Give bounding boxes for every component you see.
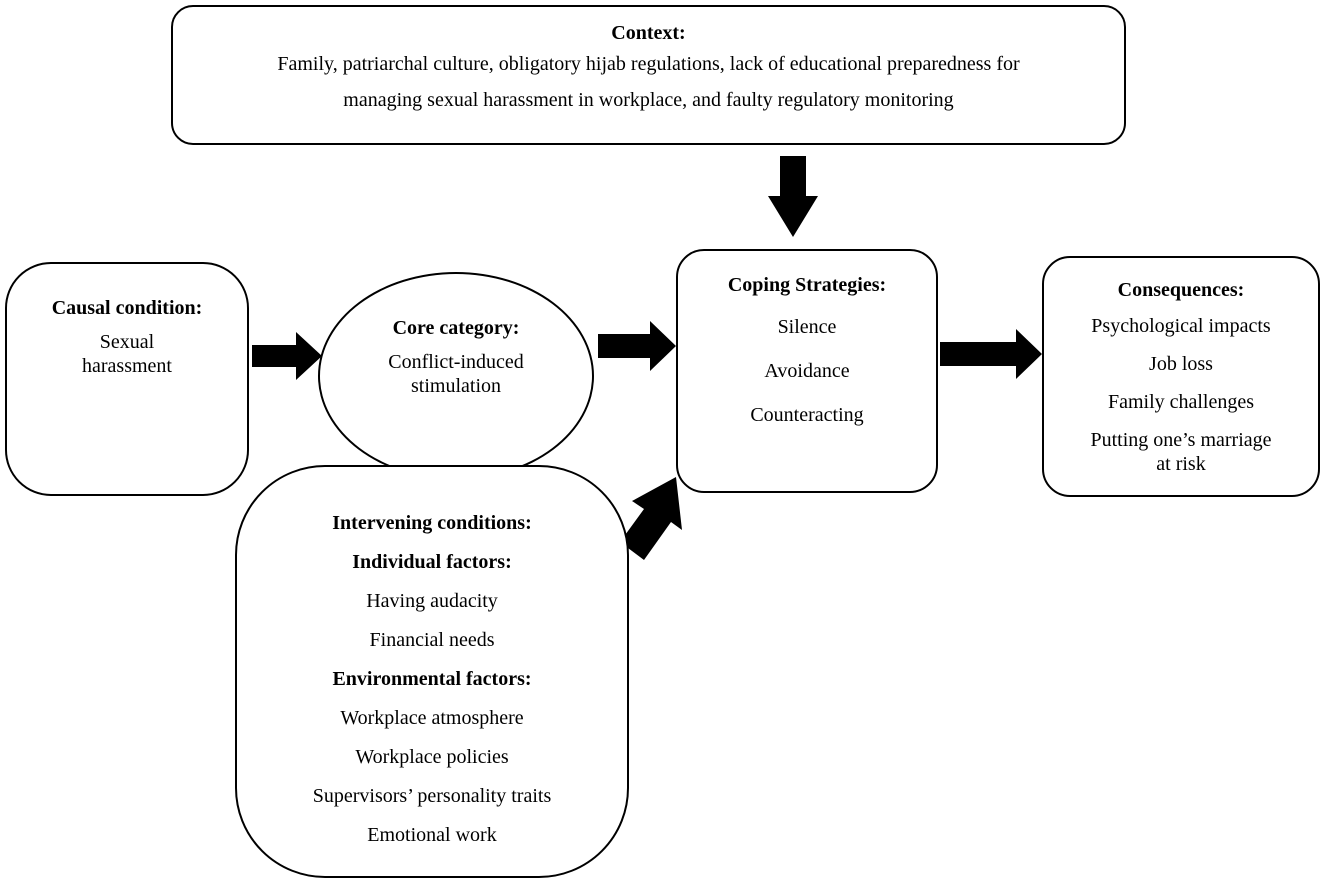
causal-line-1: Sexual xyxy=(99,331,155,353)
context-line-2: managing sexual harassment in workplace,… xyxy=(343,89,954,111)
coping-strategies-box: Coping Strategies: Silence Avoidance Cou… xyxy=(676,249,938,493)
causal-condition-box: Causal condition: Sexual harassment xyxy=(5,262,249,496)
coping-heading: Coping Strategies: xyxy=(727,274,887,296)
consequence-item-continued: at risk xyxy=(1156,453,1206,475)
core-category-ellipse: Core category: Conflict-induced stimulat… xyxy=(318,272,594,480)
environmental-factor-item: Workplace policies xyxy=(355,746,509,768)
core-line-1: Conflict-induced xyxy=(388,351,524,373)
consequences-heading: Consequences: xyxy=(1117,279,1245,301)
environmental-factor-item: Emotional work xyxy=(367,824,497,846)
individual-factors-heading: Individual factors: xyxy=(352,551,512,573)
individual-factor-item: Financial needs xyxy=(369,629,495,651)
causal-line-2: harassment xyxy=(82,355,172,377)
consequence-item: Putting one’s marriage xyxy=(1090,429,1272,451)
context-box: Context: Family, patriarchal culture, ob… xyxy=(171,5,1126,145)
intervening-heading: Intervening conditions: xyxy=(332,512,532,534)
context-line-1: Family, patriarchal culture, obligatory … xyxy=(277,53,1020,75)
coping-item: Avoidance xyxy=(764,360,850,382)
consequence-item: Psychological impacts xyxy=(1091,315,1271,337)
consequences-box: Consequences: Psychological impacts Job … xyxy=(1042,256,1320,497)
consequence-item: Family challenges xyxy=(1107,391,1255,413)
context-heading: Context: xyxy=(611,22,686,44)
individual-factor-item: Having audacity xyxy=(366,590,498,612)
consequence-item: Job loss xyxy=(1149,353,1213,375)
core-line-2: stimulation xyxy=(411,375,501,397)
environmental-factors-heading: Environmental factors: xyxy=(332,668,532,690)
environmental-factor-item: Supervisors’ personality traits xyxy=(312,785,552,807)
core-heading: Core category: xyxy=(392,317,520,339)
environmental-factor-item: Workplace atmosphere xyxy=(340,707,524,729)
arrow-context-to-coping xyxy=(768,156,818,237)
causal-heading: Causal condition: xyxy=(51,297,203,319)
arrow-causal-to-core xyxy=(252,332,322,380)
arrow-coping-to-consequences xyxy=(940,329,1042,379)
arrow-intervening-to-coping xyxy=(620,477,682,560)
intervening-conditions-box: Intervening conditions: Individual facto… xyxy=(235,465,629,878)
coping-item: Silence xyxy=(777,316,837,338)
coping-item: Counteracting xyxy=(750,404,864,426)
arrow-core-to-coping xyxy=(598,321,676,371)
